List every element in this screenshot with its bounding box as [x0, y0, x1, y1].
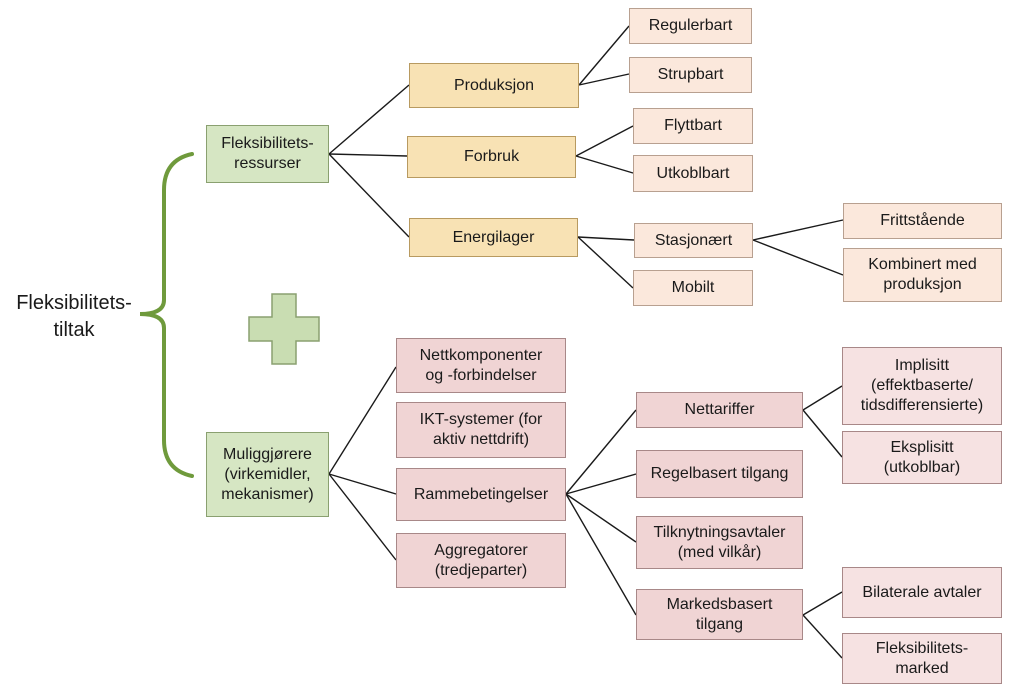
node-eksplisitt: Eksplisitt (utkoblbar): [842, 431, 1002, 484]
plus-icon: [248, 293, 320, 365]
node-line: Fleksibilitets-: [221, 135, 314, 152]
node-line: mekanismer): [221, 485, 314, 503]
node-label: Utkoblbart: [656, 164, 730, 182]
node-produksjon: Produksjon: [409, 63, 579, 108]
node-line: tidsdifferensierte): [860, 397, 984, 414]
node-line: Implisitt: [894, 357, 950, 374]
node-fleksibilitetsmarked: Fleksibilitets- marked: [842, 633, 1002, 684]
node-label: Frittstående: [880, 212, 965, 229]
node-label: Produksjon: [453, 76, 535, 94]
node-line: tilgang: [695, 615, 744, 633]
node-kombinert: Kombinert med produksjon: [843, 248, 1002, 302]
node-label: Stasjonært: [654, 231, 733, 249]
node-stasjonaert: Stasjonært: [634, 223, 753, 258]
node-label: Rammebetingelser: [413, 485, 549, 503]
node-frittstaende: Frittstående: [843, 203, 1002, 239]
node-line: (utkoblbar): [883, 458, 961, 476]
node-regelbasert: Regelbasert tilgang: [636, 450, 803, 498]
node-muliggjorere: Muliggjørere (virkemidler, mekanismer): [206, 432, 329, 517]
node-flyttbart: Flyttbart: [633, 108, 753, 144]
node-line: aktiv nettdrift): [432, 431, 530, 448]
node-label: Bilaterale avtaler: [862, 583, 982, 601]
node-line: Kombinert med: [868, 256, 977, 273]
node-line: Muliggjørere: [223, 445, 312, 463]
node-label: Nettariffer: [684, 401, 755, 418]
node-line: Eksplisitt: [890, 438, 954, 456]
node-strupbart: Strupbart: [629, 57, 752, 93]
node-mobilt: Mobilt: [633, 270, 753, 306]
node-nettariffer: Nettariffer: [636, 392, 803, 428]
node-line: Aggregatorer: [434, 541, 528, 559]
root-label: Fleksibilitets- tiltak: [8, 290, 140, 344]
node-line: produksjon: [883, 276, 962, 293]
node-energilager: Energilager: [409, 218, 578, 257]
node-regulerbart: Regulerbart: [629, 8, 752, 44]
node-label: Mobilt: [671, 279, 715, 296]
node-label: Regelbasert tilgang: [650, 465, 789, 482]
node-utkoblbart: Utkoblbart: [633, 155, 753, 192]
node-aggregatorer: Aggregatorer (tredjeparter): [396, 533, 566, 588]
node-label: Forbruk: [463, 148, 520, 165]
node-line: (effektbaserte/: [871, 377, 973, 394]
root-line-1: Fleksibilitets-: [16, 292, 132, 314]
node-tilknytningsavtaler: Tilknytningsavtaler (med vilkår): [636, 516, 803, 569]
node-ikt-systemer: IKT-systemer (for aktiv nettdrift): [396, 402, 566, 458]
node-fleksibilitetsressurser: Fleksibilitets- ressurser: [206, 125, 329, 183]
brace-icon: [139, 152, 194, 478]
node-line: Tilknytningsavtaler: [653, 523, 786, 541]
node-nettkomponenter: Nettkomponenter og -forbindelser: [396, 338, 566, 393]
node-forbruk: Forbruk: [407, 136, 576, 178]
node-line: Nettkomponenter: [419, 346, 543, 364]
node-line: (med vilkår): [677, 543, 762, 561]
node-label: Flyttbart: [664, 117, 722, 134]
node-line: (tredjeparter): [434, 561, 528, 579]
node-line: marked: [895, 659, 949, 677]
node-label: Strupbart: [657, 66, 724, 83]
node-line: IKT-systemer (for: [419, 411, 543, 428]
node-line: Fleksibilitets-: [875, 639, 969, 657]
node-label: Energilager: [452, 228, 535, 246]
node-label: Regulerbart: [648, 17, 733, 34]
node-bilaterale: Bilaterale avtaler: [842, 567, 1002, 618]
node-line: ressurser: [234, 155, 301, 172]
node-line: (virkemidler,: [224, 465, 311, 483]
node-rammebetingelser: Rammebetingelser: [396, 468, 566, 521]
node-line: Markedsbasert: [666, 595, 773, 613]
node-implisitt: Implisitt (effektbaserte/ tidsdifferensi…: [842, 347, 1002, 425]
node-line: og -forbindelser: [425, 366, 537, 384]
root-line-2: tiltak: [53, 319, 95, 341]
node-markedsbasert: Markedsbasert tilgang: [636, 589, 803, 640]
